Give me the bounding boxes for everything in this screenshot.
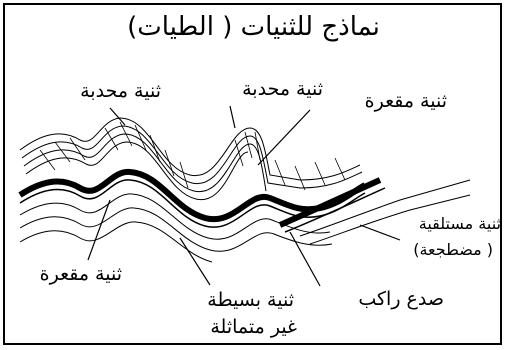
label-recumbent-line1: ثنية مستلقية — [419, 214, 501, 233]
label-simple-asym-line2: غير متماثلة — [210, 316, 297, 338]
leader-lines — [88, 106, 400, 286]
label-syncline-bottom: ثنية مقعرة — [40, 263, 122, 285]
upper-beds — [20, 118, 362, 200]
label-anticline-left: ثنية محدبة — [80, 80, 161, 102]
label-anticline-right: ثنية محدبة — [242, 78, 323, 100]
label-syncline-top: ثنية مقعرة — [365, 90, 447, 112]
label-recumbent-line2: ( مضطجعة) — [413, 240, 493, 259]
figure-title: نماذج للثنيات ( الطيات) — [0, 12, 507, 42]
label-simple-asym-line1: ثنية بسيطة — [207, 289, 294, 311]
label-thrust-fault: صدع راكب — [358, 288, 444, 310]
dark-bed — [20, 172, 385, 232]
